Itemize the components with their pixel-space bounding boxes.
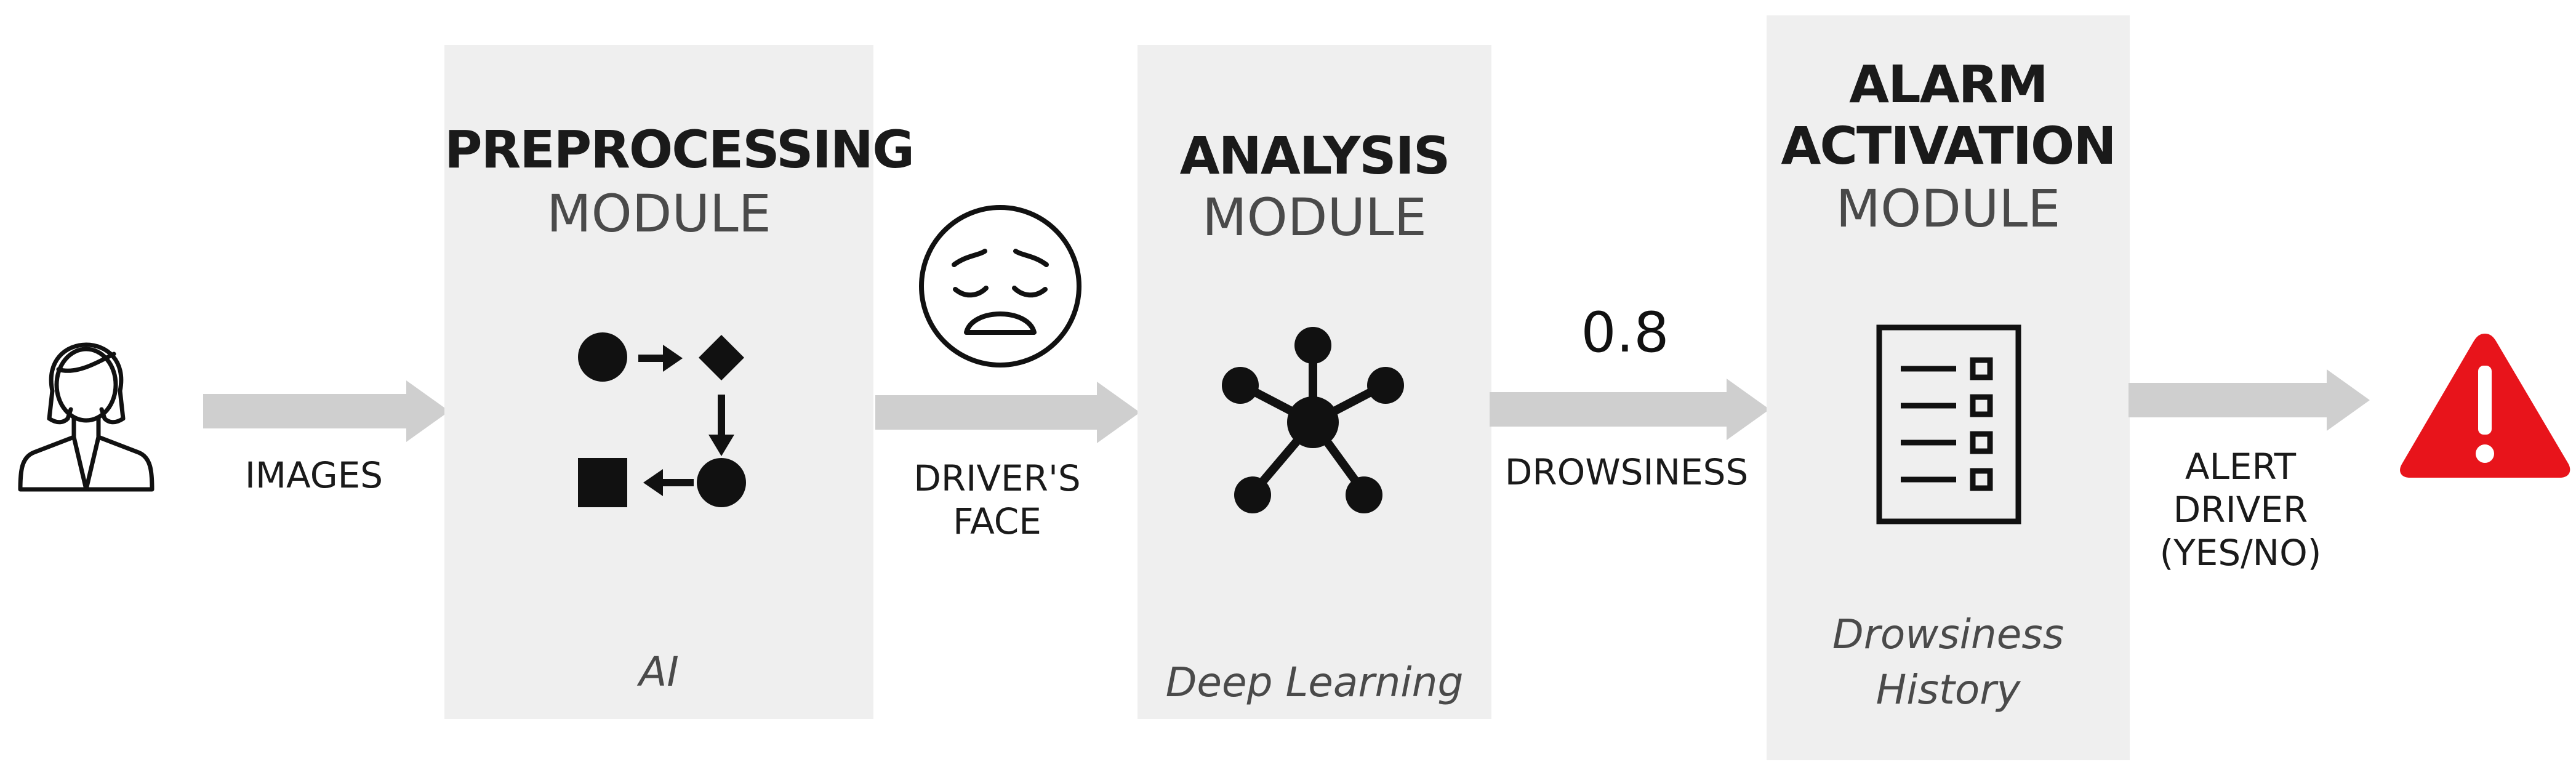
drivers-face-label: DRIVER'S FACE bbox=[886, 457, 1108, 543]
analysis-module: ANALYSIS MODULE Deep Learning bbox=[1138, 45, 1491, 719]
flow-arrow-alert bbox=[2129, 369, 2370, 431]
alarm-activation-module: ALARM ACTIVATION MODULE Drowsiness Histo… bbox=[1767, 15, 2130, 760]
warning-icon bbox=[2400, 334, 2570, 478]
alarm-title-line-2: ACTIVATION bbox=[1781, 116, 2116, 176]
analysis-subtitle: MODULE bbox=[1202, 187, 1427, 247]
flow-arrow-drowsiness bbox=[1490, 379, 1770, 440]
preprocessing-module: PREPROCESSING MODULE AI bbox=[444, 45, 915, 719]
alarm-footer-line-2: History bbox=[1876, 666, 2021, 713]
analysis-footer: Deep Learning bbox=[1165, 659, 1464, 706]
alert-driver-label: ALERT DRIVER (YES/NO) bbox=[2124, 445, 2357, 574]
images-label: IMAGES bbox=[244, 454, 383, 496]
neural-network-icon bbox=[1222, 327, 1404, 513]
checklist-icon bbox=[1876, 324, 2021, 524]
tired-face-icon bbox=[919, 205, 1081, 367]
analysis-title: ANALYSIS bbox=[1179, 126, 1451, 186]
drowsiness-score: 0.8 bbox=[1581, 300, 1669, 365]
alarm-title-line-1: ALARM bbox=[1849, 54, 2048, 114]
alert-line-1: ALERT bbox=[2185, 446, 2297, 488]
flow-arrow-images bbox=[203, 380, 449, 442]
alert-line-2: DRIVER bbox=[2173, 489, 2308, 531]
drivers-face-line-2: FACE bbox=[953, 500, 1041, 542]
person-icon bbox=[18, 342, 154, 492]
drowsiness-label: DROWSINESS bbox=[1504, 451, 1749, 493]
alarm-footer-line-1: Drowsiness bbox=[1832, 611, 2064, 658]
preprocessing-footer: AI bbox=[639, 648, 679, 696]
process-flow-icon bbox=[578, 332, 746, 507]
alert-line-3: (YES/NO) bbox=[2159, 532, 2322, 574]
preprocessing-subtitle: MODULE bbox=[547, 183, 771, 244]
alarm-subtitle: MODULE bbox=[1836, 179, 2061, 239]
drivers-face-line-1: DRIVER'S bbox=[913, 457, 1081, 499]
flow-arrow-face bbox=[875, 382, 1140, 443]
preprocessing-title: PREPROCESSING bbox=[444, 119, 915, 180]
